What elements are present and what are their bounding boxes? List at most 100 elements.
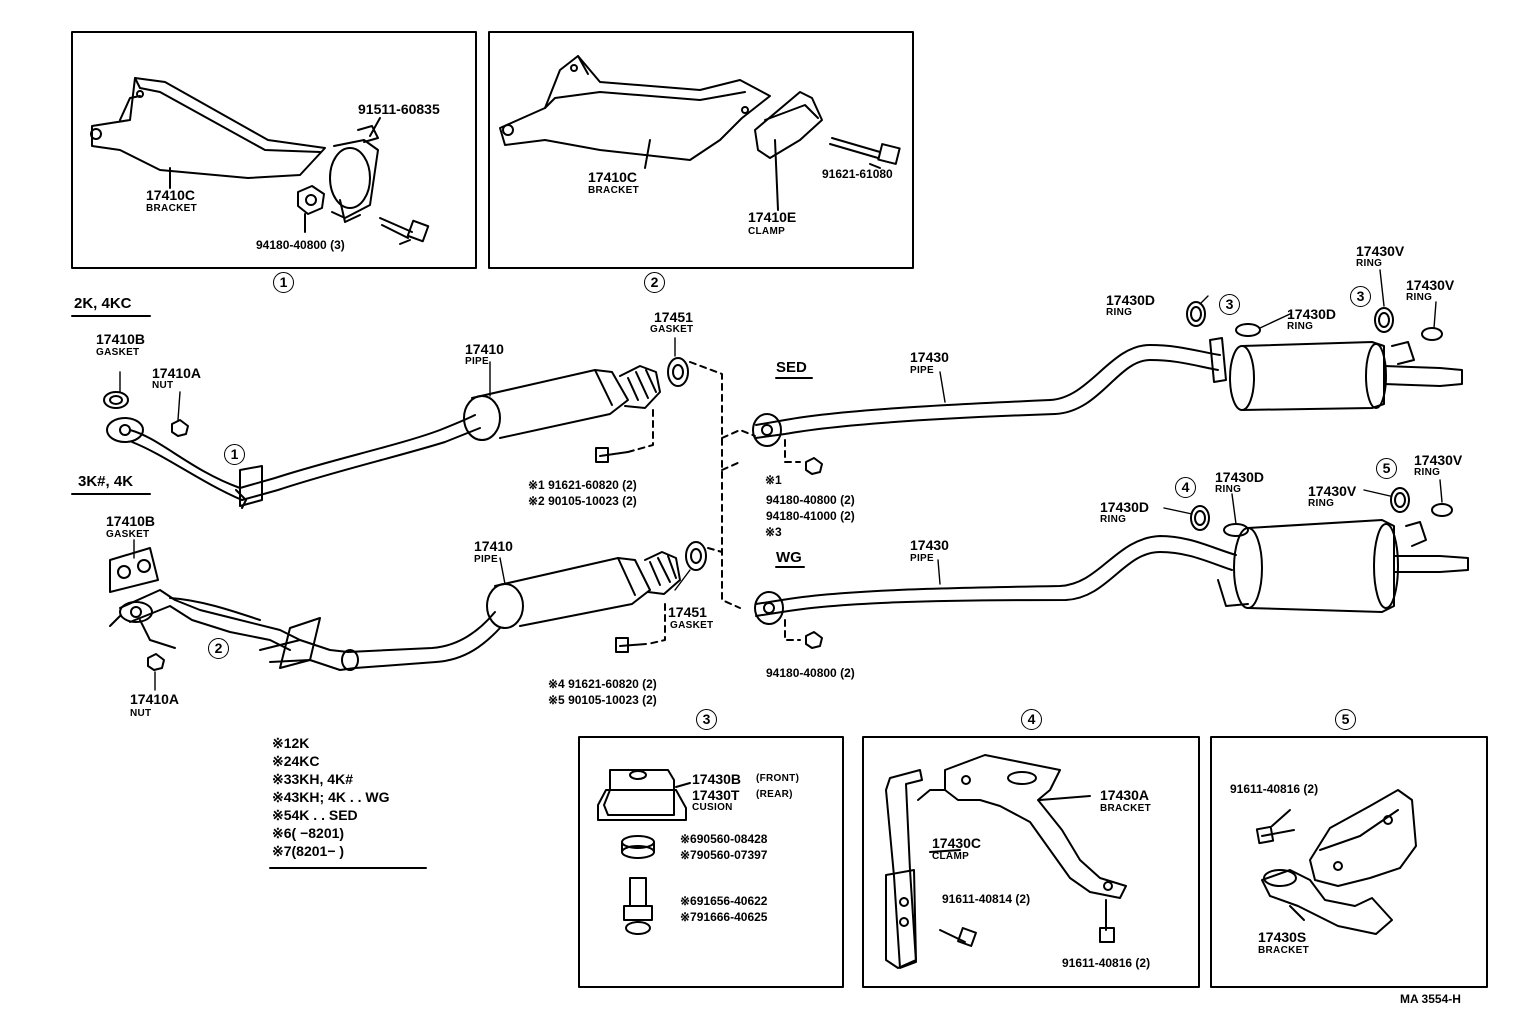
inset5-bolt: 91611-40816 (2) — [1230, 782, 1319, 796]
sed-nut1: 94180-40800 (2) — [766, 493, 855, 507]
front-bolts — [595, 361, 756, 653]
inset1-bracket — [90, 77, 326, 179]
upper-bolt1: ※1 91621-60820 (2) — [528, 478, 637, 492]
note-5: ※54K . . SED — [272, 807, 358, 823]
wg-ring-v2: 17430V — [1414, 452, 1463, 468]
note-2: ※24KC — [272, 753, 320, 769]
upper-gasket2-pn: 17451 — [654, 309, 693, 325]
sed-nut-mark: ※1 — [765, 473, 782, 487]
upper-nut-sub: NUT — [152, 380, 174, 391]
inset4-clamp-sub: CLAMP — [932, 851, 970, 862]
lower-gasket2-pn: 17451 — [668, 604, 707, 620]
sed-ring-d1: 17430D — [1106, 292, 1156, 308]
inset3-cusion-rear: (REAR) — [756, 789, 793, 800]
inset3-bolt6: ※691656-40622 — [680, 894, 768, 908]
lower-pipe-sub: PIPE — [474, 554, 498, 565]
inset4-bolt1: 91611-40814 (2) — [942, 892, 1031, 906]
inset4-bracket-sub: BRACKET — [1100, 803, 1151, 814]
wg-ring-v1: 17430V — [1308, 483, 1357, 499]
engine-group-upper: 2K, 4KC — [74, 295, 132, 312]
upper-gasket2-sub: GASKET — [650, 324, 694, 335]
inset3-washer7: ※790560-07397 — [680, 848, 768, 862]
inset4-bracket-pn: 17430A — [1100, 787, 1150, 803]
ref-circle-3-inset: 3 — [696, 709, 717, 730]
inset1-bolt-pn: 91511-60835 — [358, 101, 440, 117]
inset3-cusion-sub: CUSION — [692, 802, 733, 813]
lower-front-pipe — [109, 541, 707, 671]
inset1-clamp — [329, 125, 379, 223]
diagram-code: MA 3554-H — [1400, 992, 1461, 1006]
note-6: ※6( −8201) — [272, 825, 345, 841]
inset3-washer6: ※690560-08428 — [680, 832, 768, 846]
upper-front-pipe — [103, 357, 689, 509]
ref-circle-3-sed-b: 3 — [1350, 286, 1371, 307]
wg-pipe-pn: 17430 — [910, 537, 949, 553]
sed-nut-mark3: ※3 — [765, 525, 782, 539]
inset2-clamp-sub: CLAMP — [748, 226, 786, 237]
upper-pipe-sub: PIPE — [465, 356, 489, 367]
ref-circle-1-pipe: 1 — [224, 444, 245, 465]
sed-ring-d2-sub: RING — [1287, 321, 1314, 332]
ref-circle-5-wg: 5 — [1376, 458, 1397, 479]
upper-nut-pn: 17410A — [152, 365, 202, 381]
inset-2-frame — [488, 31, 914, 269]
inset2-clamp — [754, 91, 823, 211]
note-4: ※43KH; 4K . . WG — [272, 789, 390, 805]
inset5-bracket-sub: BRACKET — [1258, 945, 1309, 956]
inset3-cusion-front: (FRONT) — [756, 773, 800, 784]
inset3-cusion-pn-rear: 17430T — [692, 787, 740, 803]
sed-ring-d1-sub: RING — [1106, 307, 1133, 318]
wg-nut: 94180-40800 (2) — [766, 666, 855, 680]
lower-nut-pn: 17410A — [130, 691, 180, 707]
inset1-bolt — [379, 217, 430, 243]
sed-rear-pipe — [752, 301, 1463, 475]
inset5-parts — [1255, 789, 1417, 935]
engine-group-lower: 3K#, 4K — [78, 473, 134, 490]
sed-ring-d2: 17430D — [1287, 306, 1337, 322]
lower-gasket-pn: 17410B — [106, 513, 156, 529]
inset-3-frame — [578, 736, 844, 988]
ref-circle-2-inset: 2 — [644, 272, 665, 293]
sed-ring-v1: 17430V — [1356, 243, 1405, 259]
inset3-bolt7: ※791666-40625 — [680, 910, 768, 924]
sed-nut2: 94180-41000 (2) — [766, 509, 855, 523]
lower-gasket2-sub: GASKET — [670, 620, 714, 631]
inset2-bracket-pn: 17410C — [588, 169, 638, 185]
inset1-nut — [297, 185, 325, 215]
upper-gasket-pn: 17410B — [96, 331, 146, 347]
wg-ring-d1: 17430D — [1100, 499, 1150, 515]
ref-circle-3-sed-a: 3 — [1219, 294, 1240, 315]
note-3: ※33KH, 4K# — [272, 771, 353, 787]
wg-tag: WG — [776, 549, 802, 566]
inset4-bolt2: 91611-40816 (2) — [1062, 956, 1151, 970]
inset2-bracket — [499, 55, 771, 161]
lower-nut-sub: NUT — [130, 708, 152, 719]
wg-ring-v2-sub: RING — [1414, 467, 1441, 478]
wg-ring-d2-sub: RING — [1215, 484, 1242, 495]
ref-circle-4-inset: 4 — [1021, 709, 1042, 730]
inset1-nut-pn: 94180-40800 (3) — [256, 238, 345, 252]
sed-pipe-sub: PIPE — [910, 365, 934, 376]
inset-5-frame — [1210, 736, 1488, 988]
lower-pipe-pn: 17410 — [474, 538, 513, 554]
wg-rear-pipe — [754, 487, 1469, 649]
inset-1-frame — [71, 31, 477, 269]
ref-circle-2-pipe: 2 — [208, 638, 229, 659]
upper-pipe-pn: 17410 — [465, 341, 504, 357]
inset-4-frame — [862, 736, 1200, 988]
lower-gasket-sub: GASKET — [106, 529, 150, 540]
inset5-bracket-pn: 17430S — [1258, 929, 1307, 945]
inset4-parts — [885, 754, 1127, 969]
inset4-clamp-pn: 17430C — [932, 835, 982, 851]
wg-ring-d2: 17430D — [1215, 469, 1265, 485]
inset2-clamp-pn: 17410E — [748, 209, 797, 225]
upper-bolt2: ※2 90105-10023 (2) — [528, 494, 637, 508]
upper-gasket-sub: GASKET — [96, 347, 140, 358]
note-1: ※12K — [272, 735, 310, 751]
inset1-bracket-pn: 17410C — [146, 187, 196, 203]
sed-ring-v2-sub: RING — [1406, 292, 1433, 303]
inset2-bolt-pn: 91621-61080 — [822, 167, 893, 181]
lower-bolt5: ※5 90105-10023 (2) — [548, 693, 657, 707]
leader-lines — [119, 269, 1443, 691]
inset1-bracket-sub: BRACKET — [146, 203, 197, 214]
